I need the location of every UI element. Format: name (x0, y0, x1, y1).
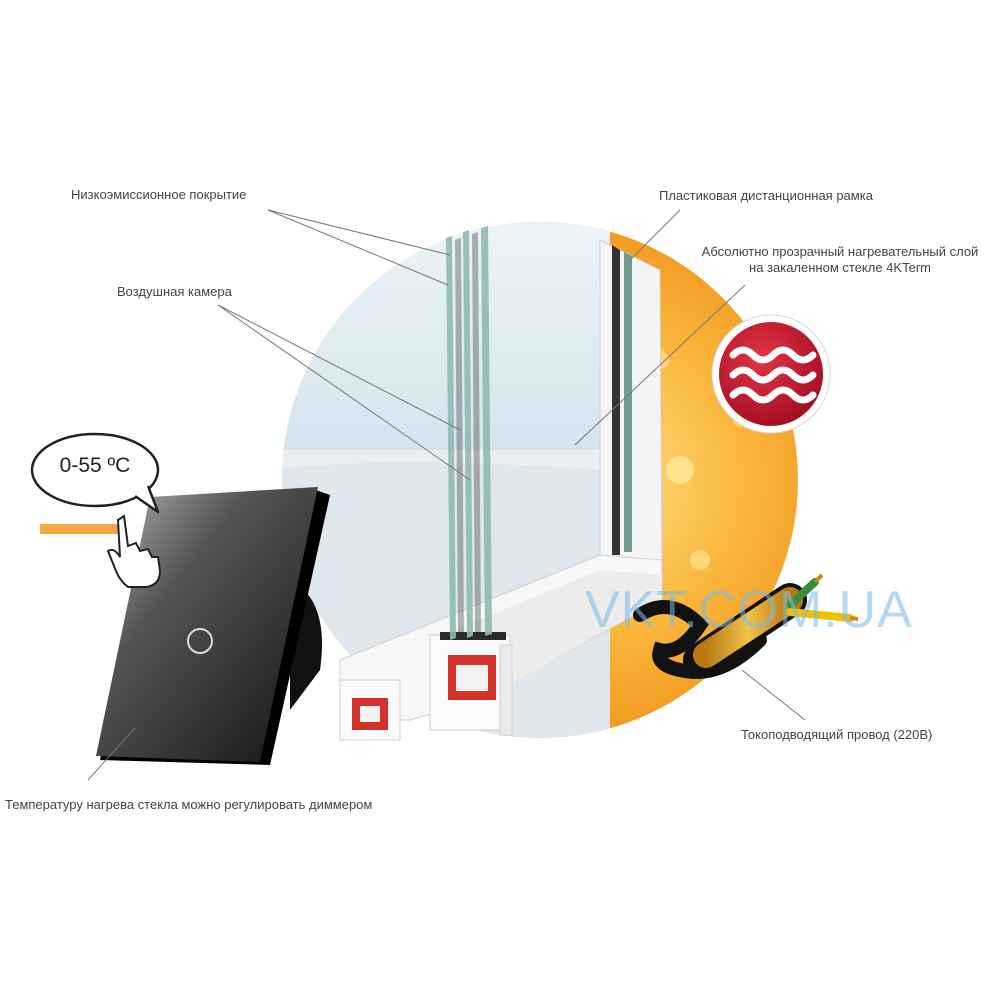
watermark: VKT.COM.UA (585, 581, 913, 639)
window-frame (339, 239, 663, 741)
label-dimmer: Температуру нагрева стекла можно регулир… (5, 797, 373, 812)
power-cable (633, 573, 859, 679)
temperature-bubble: 0-55 ºC (30, 432, 170, 514)
leader-lines (87, 209, 806, 781)
pointing-hand-icon (40, 514, 162, 588)
heat-waves-icon (711, 314, 831, 434)
label-power-wire: Токоподводящий провод (220В) (741, 727, 933, 742)
label-air-chamber: Воздушная камера (117, 284, 232, 299)
label-heating-layer-line1: Абсолютно прозрачный нагревательный слой (701, 244, 979, 259)
label-heating-layer-line2: на закаленном стекле 4KTerm (749, 260, 931, 275)
label-low-e-coating: Низкоэмиссионное покрытие (71, 187, 247, 202)
temperature-range: 0-55 ºC (59, 454, 131, 477)
glass-panes (446, 226, 492, 640)
dimmer-switch (96, 487, 330, 765)
label-heating-layer: Абсолютно прозрачный нагревательный слой… (684, 244, 996, 276)
label-spacer-frame: Пластиковая дистанционная рамка (659, 188, 873, 203)
dimmer-touch-button-icon (187, 628, 213, 654)
temperature-bubble-shape (30, 432, 160, 514)
